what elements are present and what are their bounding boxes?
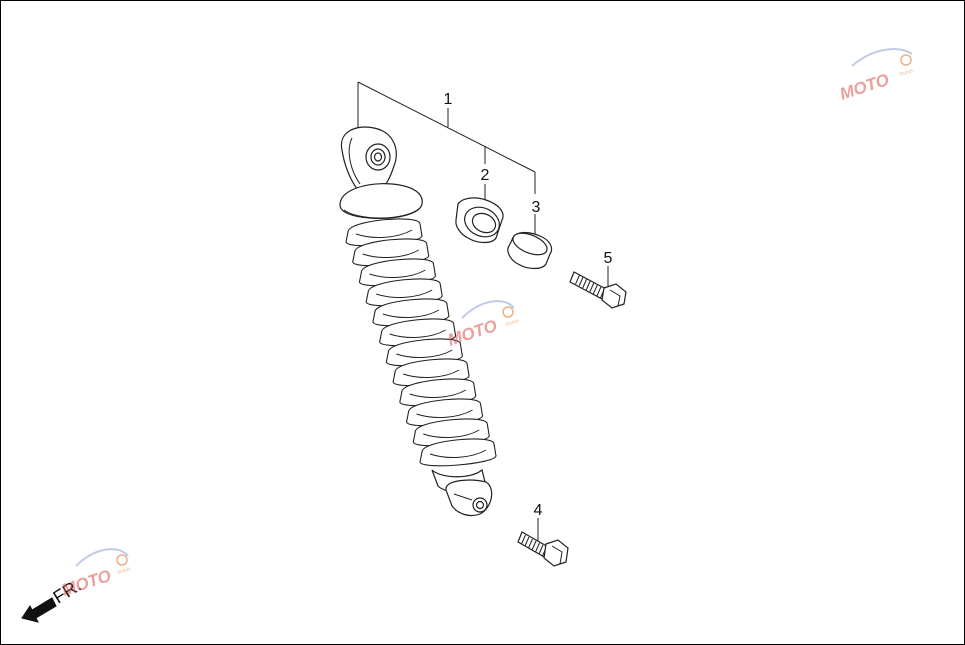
spring-coil-inner (416, 409, 473, 418)
callout-4-number: 4 (534, 502, 543, 519)
part-3-sleeve (507, 231, 553, 270)
svg-text:MOTO: MOTO (445, 316, 499, 350)
bolt-thread (582, 278, 588, 289)
callout-3-number: 3 (532, 199, 541, 216)
callout-5-number: 5 (604, 250, 613, 267)
bolt-thread (524, 536, 530, 547)
watermark-logo-center: MOTO Gurus (445, 300, 520, 350)
bolt-thread (585, 280, 591, 291)
spring-coil-inner (396, 349, 453, 358)
bolt-thread (578, 276, 584, 287)
svg-text:Gurus: Gurus (505, 318, 520, 328)
arrow-down-left-icon (21, 597, 57, 623)
watermark-logo-top-right: MOTO Gurus (837, 48, 914, 104)
svg-text:Gurus: Gurus (899, 68, 914, 78)
spring-coil-inner (376, 289, 433, 298)
spring-coil (419, 438, 497, 467)
callout-1-leaders (357, 81, 536, 234)
part-5-flange-bolt (569, 266, 627, 309)
part-4-hex-bolt (517, 518, 569, 567)
spring-coil-inner (382, 309, 440, 318)
callout-2-number: 2 (481, 167, 490, 184)
svg-text:Gurus: Gurus (117, 566, 132, 576)
spring-coil-inner (409, 389, 467, 398)
spring-coil-inner (429, 449, 487, 458)
bolt-thread (596, 286, 602, 297)
shock-absorber (339, 126, 497, 517)
spring-coil-inner (355, 229, 413, 238)
spring-coil-inner (362, 249, 419, 258)
spring-coil-inner (402, 369, 460, 378)
watermark-logo-bottom-left: MOTO Gurus (59, 548, 132, 600)
callout-1-number: 1 (444, 91, 453, 108)
bolt-thread (528, 538, 533, 549)
svg-text:MOTO: MOTO (59, 566, 113, 600)
bolt-thread (521, 534, 526, 545)
part-2-collar (455, 197, 504, 244)
bolt-thread (535, 542, 540, 553)
bolt-thread (589, 282, 595, 293)
bolt-thread (538, 544, 544, 555)
bolt-thread (531, 540, 537, 551)
spring-coil-inner (423, 429, 480, 438)
spring-coil-inner (389, 329, 446, 338)
spring-coil-inner (369, 269, 426, 278)
bolt-thread (575, 274, 581, 285)
bolt-thread (592, 284, 598, 295)
svg-text:MOTO: MOTO (837, 70, 891, 104)
